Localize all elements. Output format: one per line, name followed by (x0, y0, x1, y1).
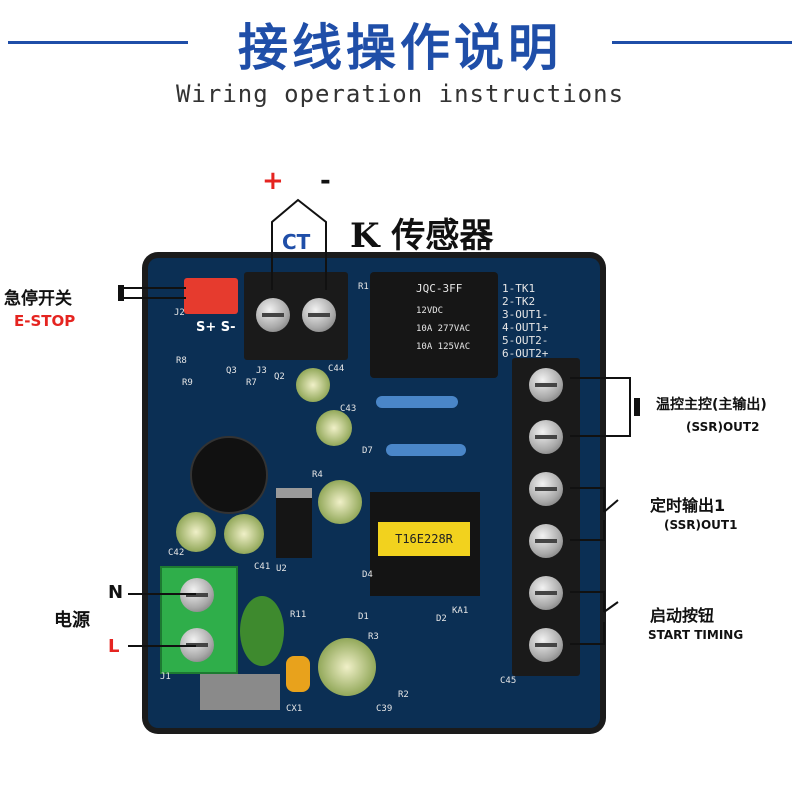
terminal-2-screw[interactable] (529, 420, 563, 454)
sensor-name-label: K 传感器 (350, 216, 494, 256)
transformer-label: T16E228R (378, 522, 470, 556)
silkscreen-label: CX1 (286, 704, 303, 714)
pin-label: 6-OUT2+ (502, 347, 549, 360)
silkscreen-label: R9 (182, 378, 193, 388)
start-en-label: START TIMING (648, 628, 744, 642)
relay-line2: 10A 277VAC (416, 324, 471, 334)
out1-en-label: (SSR)OUT1 (664, 518, 738, 532)
silkscreen-label: R4 (312, 470, 323, 480)
page-title: 接线操作说明 (238, 19, 562, 77)
silkscreen-label: KA1 (452, 606, 469, 616)
silkscreen-label: C43 (340, 404, 357, 414)
sensor-plus-label: + (262, 166, 284, 196)
output-terminal-block[interactable] (512, 358, 580, 676)
capacitor (318, 480, 362, 524)
start-wire (570, 591, 605, 612)
estop-cn-label: 急停开关 (4, 289, 72, 309)
varistor (240, 596, 284, 666)
terminal-4-screw[interactable] (529, 524, 563, 558)
start-wire (570, 622, 605, 645)
capacitor (318, 638, 376, 696)
out1-wire (570, 520, 605, 541)
sensor-ct-label: CT (282, 230, 311, 254)
sensor-plus-screw[interactable] (256, 298, 290, 332)
title-rule-right (612, 41, 792, 44)
sensor-minus-label: - (320, 166, 331, 196)
silkscreen-label: R3 (368, 632, 379, 642)
page-subtitle: Wiring operation instructions (175, 80, 625, 108)
resistor (376, 396, 458, 408)
terminal-3-screw[interactable] (529, 472, 563, 506)
silkscreen-label: R11 (290, 610, 307, 620)
silkscreen-label: R1 (358, 282, 369, 292)
capacitor (224, 514, 264, 554)
silkscreen-label: C39 (376, 704, 393, 714)
silkscreen-label: D4 (362, 570, 373, 580)
sensor-terminal-block[interactable] (244, 272, 348, 360)
silkscreen-label: Q3 (226, 366, 237, 376)
capacitor (316, 410, 352, 446)
voltage-regulator (276, 488, 312, 558)
silkscreen-label: J2 (174, 308, 185, 318)
terminal-6-screw[interactable] (529, 628, 563, 662)
relay-line1: 12VDC (416, 306, 444, 316)
silkscreen-label: R8 (176, 356, 187, 366)
silkscreen-label: R7 (246, 378, 257, 388)
estop-connector[interactable] (184, 278, 238, 314)
title-rule-left (8, 41, 188, 44)
estop-switch-mark (118, 285, 124, 301)
out2-wire (570, 377, 631, 437)
out1-switch (603, 499, 619, 513)
start-switch (603, 601, 619, 613)
silkscreen-label: D2 (436, 614, 447, 624)
relay: JQC-3FF 12VDC 10A 277VAC 10A 125VAC (370, 272, 498, 378)
relay-line3: 10A 125VAC (416, 342, 471, 352)
terminal-1-screw[interactable] (529, 368, 563, 402)
capacitor (176, 512, 216, 552)
capacitor (296, 368, 330, 402)
out1-cn-label: 定时输出1 (650, 496, 726, 515)
film-capacitor (200, 674, 280, 710)
silkscreen-label: D1 (358, 612, 369, 622)
out1-wire (570, 487, 605, 512)
pin-label: 1-TK1 (502, 282, 536, 295)
silkscreen-label: C42 (168, 548, 185, 558)
estop-en-label: E-STOP (14, 312, 76, 330)
silkscreen-label: Q2 (274, 372, 285, 382)
pin-label: 5-OUT2- (502, 334, 549, 347)
pin-label: 3-OUT1- (502, 308, 549, 321)
out2-en-label: (SSR)OUT2 (686, 420, 760, 434)
silkscreen-label: C45 (500, 676, 517, 686)
relay-model: JQC-3FF (416, 282, 463, 295)
sensor-wire (271, 198, 327, 290)
buzzer (190, 436, 268, 514)
transformer: T16E228R (370, 492, 480, 596)
resistor (386, 444, 466, 456)
silkscreen-label: J1 (160, 672, 171, 682)
power-label: 电源 (54, 610, 90, 631)
pin-labels: 1-TK1 2-TK2 3-OUT1- 4-OUT1+ 5-OUT2- 6-OU… (502, 282, 582, 360)
power-terminal-block[interactable] (160, 566, 238, 674)
power-n-label: N (108, 582, 124, 603)
silkscreen-label: C44 (328, 364, 345, 374)
terminal-5-screw[interactable] (529, 576, 563, 610)
silkscreen-label: U2 (276, 564, 287, 574)
silkscreen-label: D7 (362, 446, 373, 456)
small-capacitor (286, 656, 310, 692)
out2-cn-label: 温控主控(主输出) (656, 397, 767, 413)
power-l-label: L (108, 636, 120, 657)
sensor-minus-screw[interactable] (302, 298, 336, 332)
start-cn-label: 启动按钮 (650, 606, 715, 625)
out2-mark (634, 398, 640, 416)
silkscreen-label: C41 (254, 562, 271, 572)
silkscreen-label: R2 (398, 690, 409, 700)
pin-label: 2-TK2 (502, 295, 536, 308)
estop-pins-label: S+ S- (196, 320, 236, 335)
pin-label: 4-OUT1+ (502, 321, 549, 334)
silkscreen-label: J3 (256, 366, 267, 376)
